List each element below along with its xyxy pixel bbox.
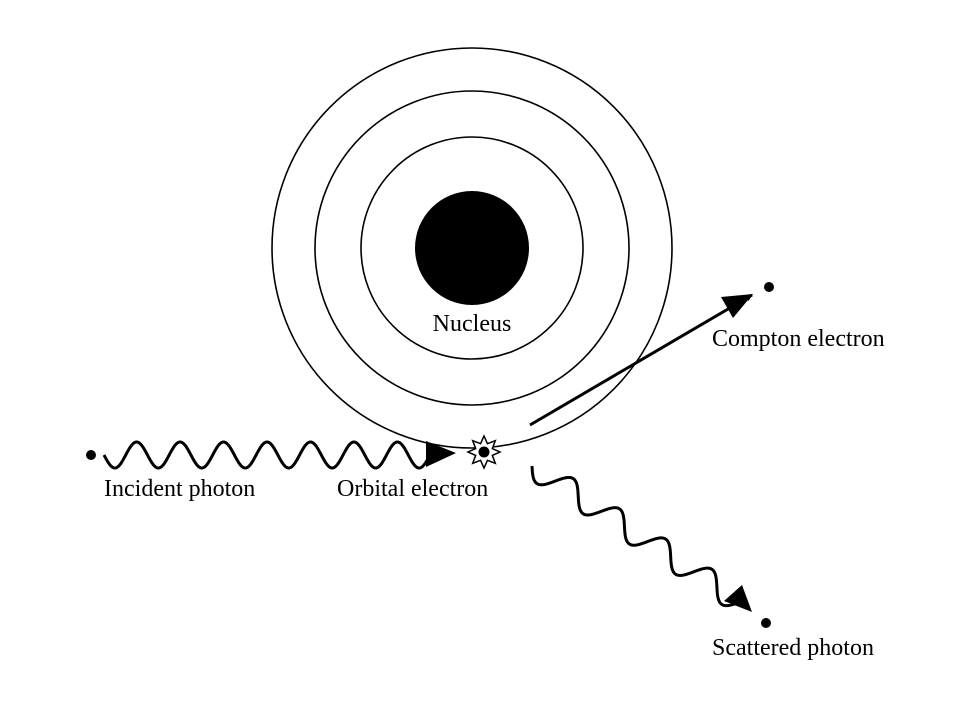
- compton-electron-dot: [764, 282, 774, 292]
- orbital-electron-dot: [478, 446, 490, 458]
- compton-electron-arrowhead: [721, 294, 753, 318]
- nucleus-core: [415, 191, 529, 305]
- outer-electron-shell: [271, 47, 673, 449]
- compton-electron-label: Compton electron: [712, 326, 885, 352]
- scattered-photon-dot: [761, 618, 771, 628]
- middle-electron-shell: [314, 90, 630, 406]
- incident-photon-arrowhead: [426, 441, 456, 467]
- incident-photon-label: Incident photon: [104, 476, 255, 502]
- orbital-electron-label: Orbital electron: [337, 476, 488, 502]
- scattered-photon-arrowhead: [724, 585, 752, 612]
- scattered-photon-label: Scattered photon: [712, 635, 874, 661]
- scattered-photon-wave: [530, 465, 741, 608]
- incident-photon-source-dot: [86, 450, 96, 460]
- inner-electron-shell: [360, 136, 584, 360]
- nucleus-label: Nucleus: [433, 311, 512, 337]
- incident-photon-wave: [102, 440, 432, 470]
- compton-electron-arrow: [529, 293, 753, 427]
